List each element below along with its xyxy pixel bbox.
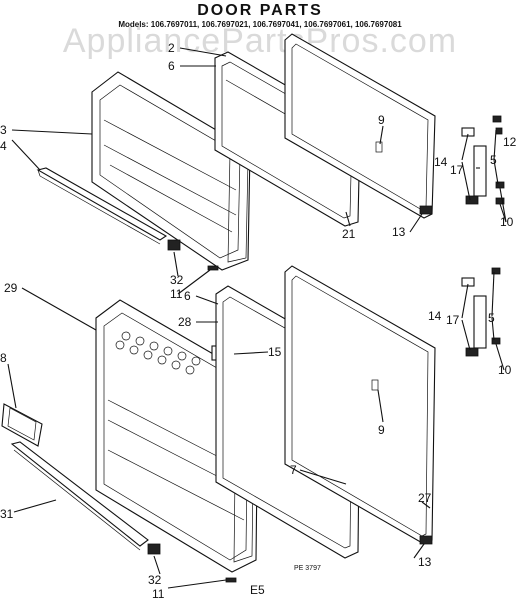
callout-5-upper: 5: [490, 153, 497, 167]
fresh-food-hinge-kit: [461, 267, 501, 357]
sheet-number: E5: [250, 583, 265, 597]
callout-6-lower: 6: [184, 289, 191, 303]
callout-32-upper: 32: [170, 273, 184, 287]
callout-11-upper: 11: [170, 287, 183, 301]
callout-10-upper: 10: [500, 215, 514, 229]
callout-8: 8: [0, 351, 7, 365]
callout-13-upper: 13: [392, 225, 406, 239]
callout-29: 29: [4, 281, 18, 295]
callout-17-upper: 17: [450, 163, 464, 177]
callout-5-lower: 5: [488, 311, 495, 325]
callout-12: 12: [503, 135, 517, 149]
callout-9-upper: 9: [378, 113, 385, 127]
fresh-food-door-shelf: [10, 441, 149, 551]
callouts: 2 6 3 4 9 12 14 17 5 10 21 13 32 11 29 6…: [0, 41, 517, 600]
leader-lines: [7, 47, 507, 589]
egg-tray: [115, 331, 201, 375]
freezer-door-panel: [284, 33, 436, 219]
callout-28: 28: [178, 315, 192, 329]
door-bin: [1, 403, 43, 447]
callout-11-lower: 11: [152, 587, 165, 600]
callout-32-lower: 32: [148, 573, 162, 587]
callout-4: 4: [0, 139, 7, 153]
callout-17-lower: 17: [446, 313, 460, 327]
callout-9-lower: 9: [378, 423, 385, 437]
callout-14-lower: 14: [428, 309, 442, 323]
watermark: AppliancePartsPros.com: [62, 22, 458, 60]
model-list: Models: 106.7697011, 106.7697021, 106.76…: [118, 20, 402, 29]
callout-6-upper: 6: [168, 59, 175, 73]
callout-14-upper: 14: [434, 155, 448, 169]
freezer-door-shelf: [36, 167, 168, 245]
reference-code: PE 3797: [294, 565, 321, 572]
freezer-hinge-kit: [461, 115, 505, 205]
callout-31: 31: [0, 507, 14, 521]
freezer-hinge: [167, 239, 219, 271]
callout-15: 15: [268, 345, 282, 359]
diagram-title: DOOR PARTS: [197, 2, 323, 19]
callout-27: 27: [418, 491, 432, 505]
callout-7: 7: [290, 463, 297, 477]
callout-13-lower: 13: [418, 555, 432, 569]
fresh-food-door-panel: [284, 265, 436, 545]
callout-3: 3: [0, 123, 7, 137]
callout-2: 2: [168, 41, 175, 55]
callout-21: 21: [342, 227, 356, 241]
callout-10-lower: 10: [498, 363, 512, 377]
